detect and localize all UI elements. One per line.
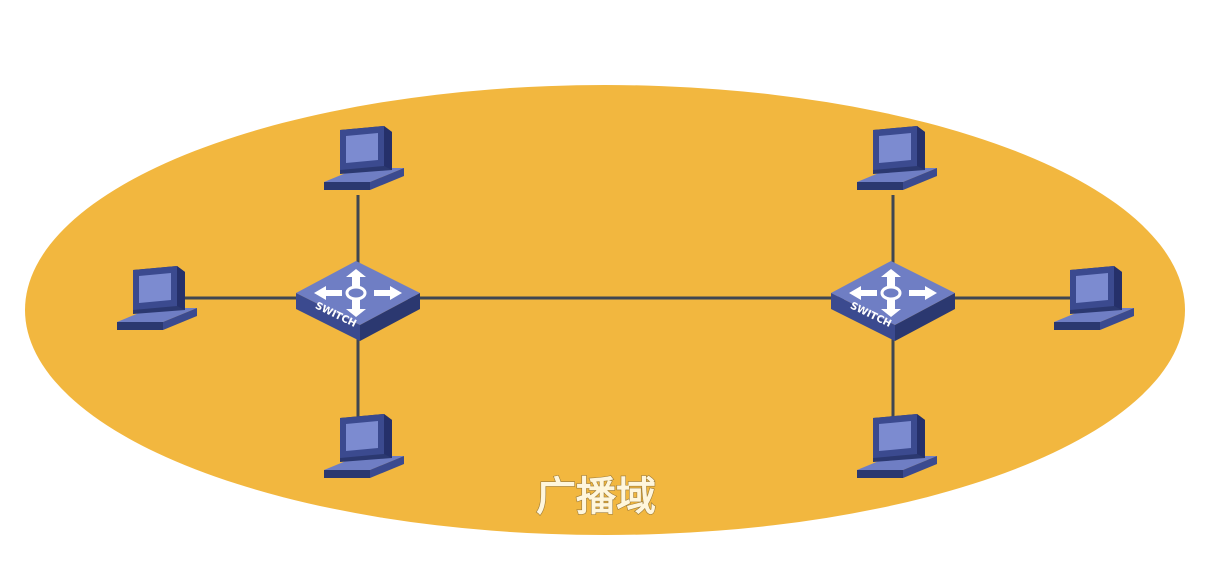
broadcast-domain-label: 广播域 xyxy=(536,474,656,520)
broadcast-domain-area xyxy=(25,85,1185,535)
links xyxy=(185,195,1070,420)
